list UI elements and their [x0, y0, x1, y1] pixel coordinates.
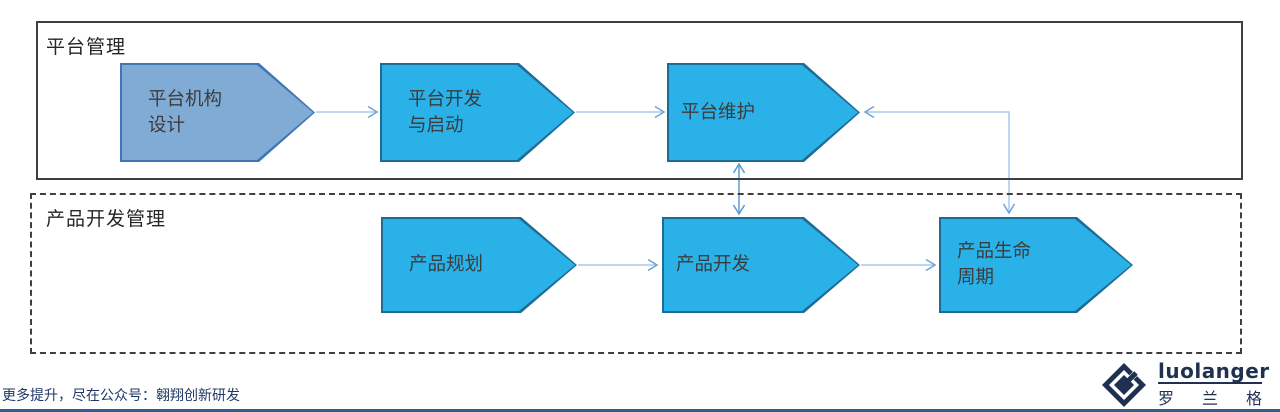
connector-maintain-product-dev-double-arrow [732, 162, 746, 216]
connector-org-to-dev [316, 105, 379, 119]
logo-name-text: luolanger [1158, 359, 1270, 384]
chevron-label-line1: 产品开发 [676, 254, 751, 276]
connector-plan-to-dev [578, 258, 659, 272]
logo-chinese-text: 罗 兰 格 [1158, 389, 1262, 408]
chevron-platform-dev-launch: 平台开发 与启动 [380, 63, 575, 162]
bottom-accent-line [0, 409, 1280, 412]
chevron-platform-org-design: 平台机构 设计 [120, 63, 315, 162]
product-development-box [30, 193, 1242, 354]
diamond-g-logo-icon [1102, 363, 1146, 407]
platform-box-title: 平台管理 [46, 36, 127, 58]
promo-text: 更多提升，尽在公众号：翱翔创新研发 [2, 388, 240, 404]
chevron-label-line1: 平台机构 [148, 88, 223, 110]
chevron-label-line1: 产品规划 [409, 254, 484, 276]
luolanger-logo: luolanger 罗 兰 格 [1100, 359, 1270, 409]
chevron-label-line1: 产品生命 [957, 241, 1032, 263]
connector-dev-to-lifecycle [861, 258, 937, 272]
chevron-label-line2: 与启动 [408, 114, 464, 136]
chevron-label-line1: 平台开发 [408, 88, 483, 110]
connector-dev-to-maintain [576, 105, 666, 119]
platform-management-box [36, 21, 1243, 180]
chevron-platform-maintain: 平台维护 [667, 63, 860, 162]
chevron-product-planning: 产品规划 [381, 217, 577, 313]
chevron-label-line1: 平台维护 [681, 101, 756, 123]
chevron-label-line2: 设计 [148, 114, 186, 136]
chevron-product-development: 产品开发 [662, 217, 860, 313]
chevron-label-line2: 周期 [957, 267, 995, 288]
product-box-title: 产品开发管理 [46, 208, 167, 230]
chevron-product-lifecycle: 产品生命 周期 [939, 217, 1133, 313]
